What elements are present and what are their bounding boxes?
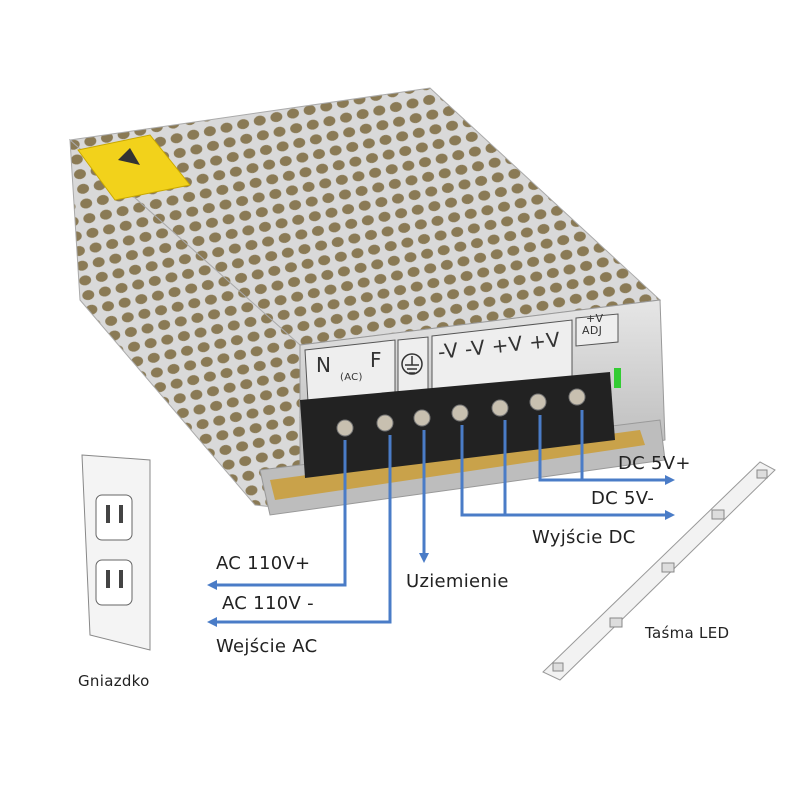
wires — [207, 410, 675, 627]
label-socket: Gniazdko — [78, 672, 150, 690]
label-dc-output: Wyjście DC — [532, 527, 636, 548]
led-indicator — [614, 368, 621, 388]
wall-socket — [81, 454, 151, 651]
terminal-label-n: N — [316, 353, 332, 377]
label-dc-plus: DC 5V+ — [618, 453, 691, 474]
terminal-label-adj-top: +V — [586, 312, 604, 325]
wire-dc-plus — [538, 415, 675, 485]
warning-label — [77, 134, 191, 201]
wire-ac-plus — [207, 440, 347, 590]
label-led-strip: Taśma LED — [645, 624, 730, 642]
label-ground: Uziemienie — [406, 571, 509, 592]
terminal-label-ac: (AC) — [340, 372, 363, 383]
socket-outlet-bottom — [95, 559, 133, 606]
wire-dc-minus — [460, 425, 675, 520]
terminal-label-f: F — [370, 348, 382, 372]
led-strip — [542, 461, 776, 681]
label-dc-minus: DC 5V- — [591, 488, 655, 509]
ground-symbol-icon — [401, 353, 423, 375]
power-supply — [68, 87, 666, 516]
wire-ac-minus — [207, 435, 392, 627]
label-ac-input: Wejście AC — [216, 636, 318, 657]
socket-outlet-top — [95, 494, 133, 541]
label-ac-minus: AC 110V - — [222, 593, 314, 614]
terminal-label-adj: ADJ — [582, 324, 603, 337]
label-ac-plus: AC 110V+ — [216, 553, 311, 574]
